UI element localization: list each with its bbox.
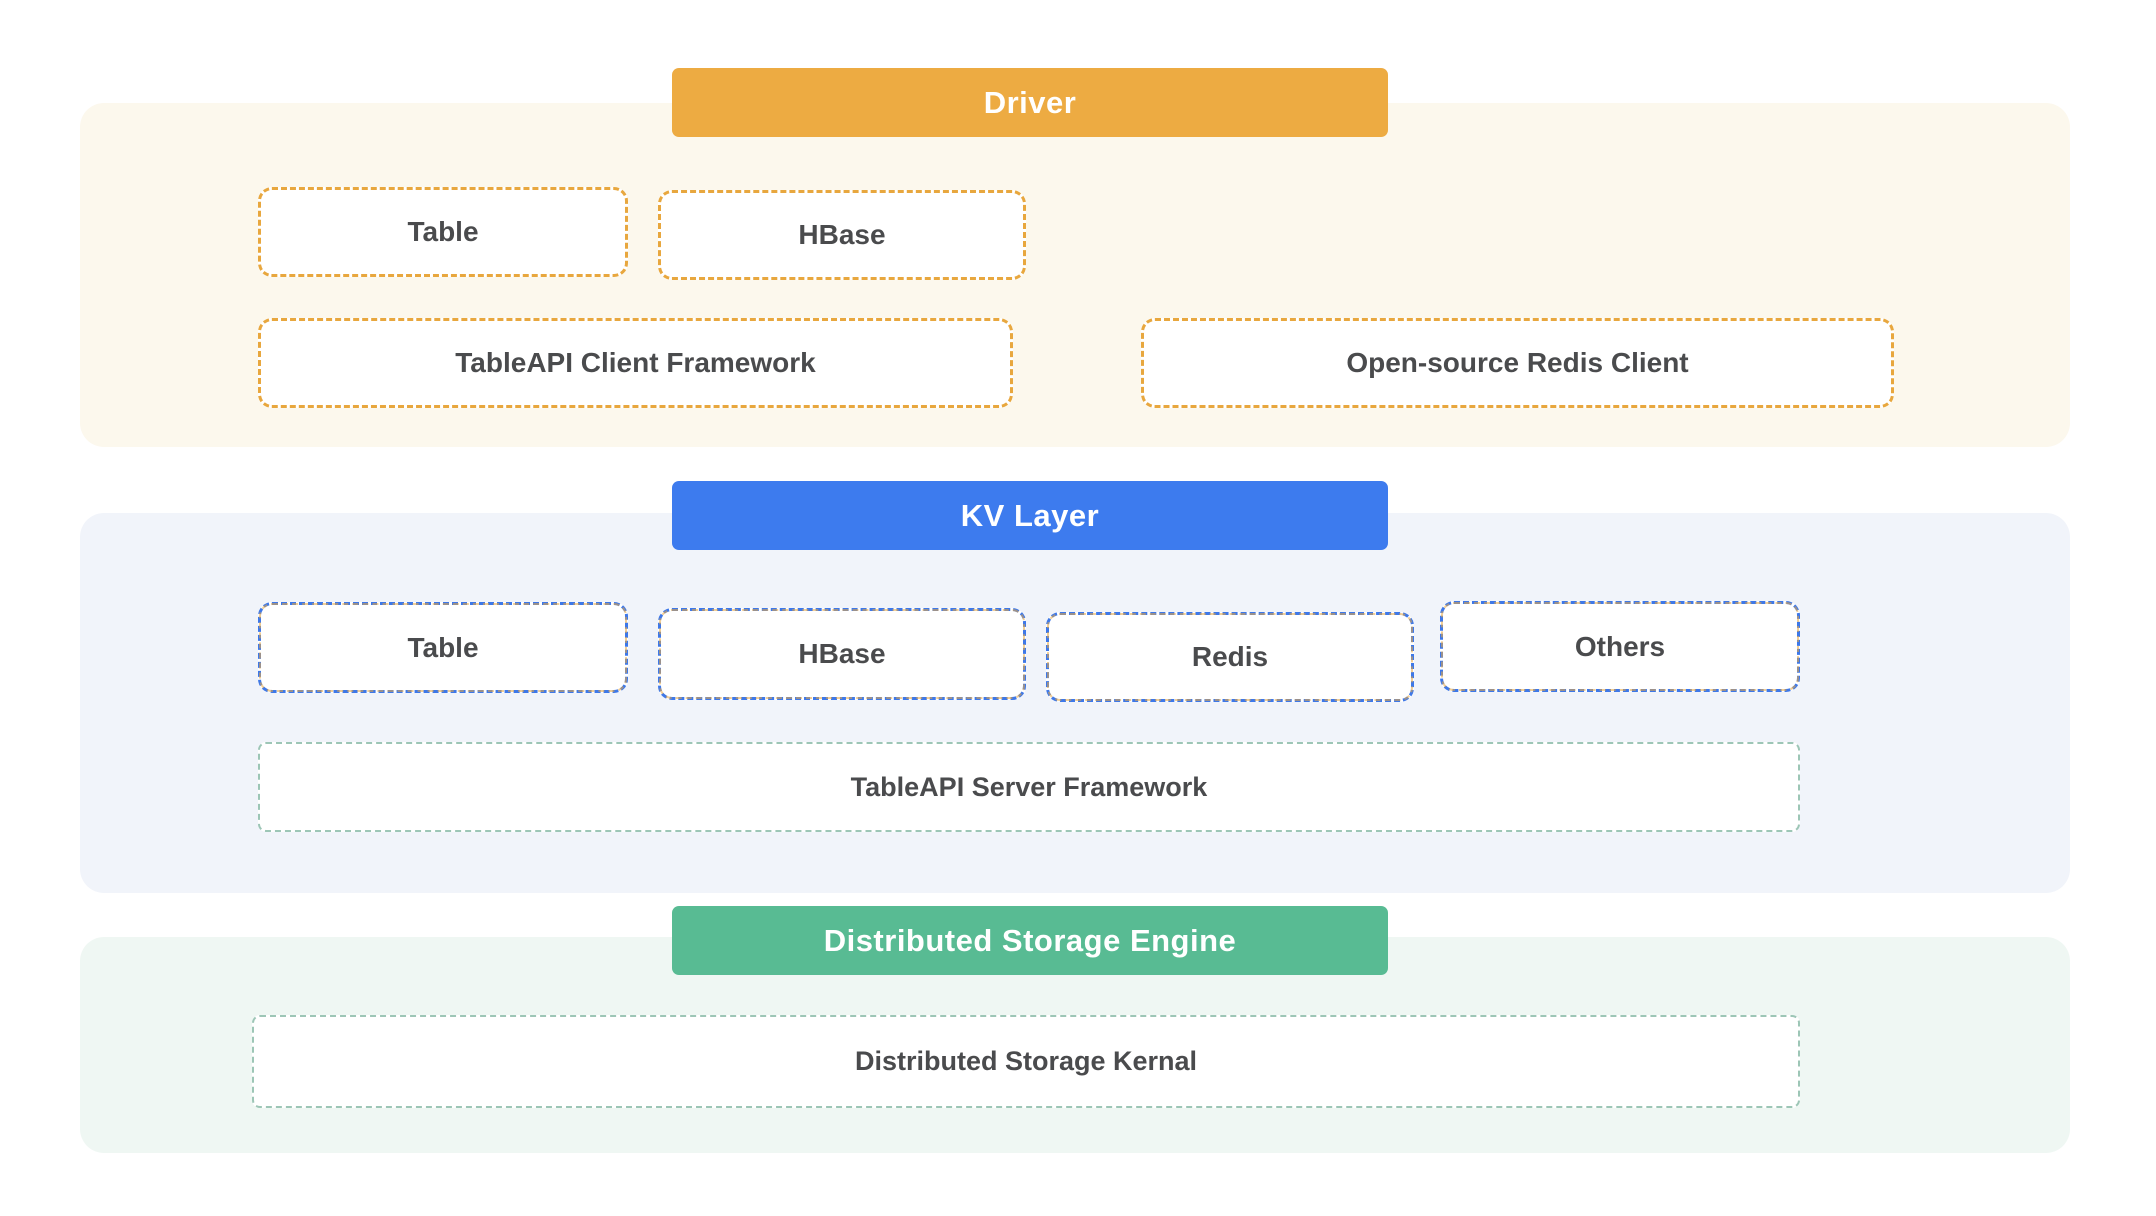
driver-hbase-box: HBase: [658, 190, 1026, 280]
kv-redis-box: Redis: [1046, 612, 1414, 702]
driver-table-box: Table: [258, 187, 628, 277]
driver-layer-header: Driver: [672, 68, 1388, 137]
kv-others-box: Others: [1440, 601, 1800, 692]
tableapi-server-framework-box: TableAPI Server Framework: [258, 742, 1800, 832]
tableapi-client-framework-box: TableAPI Client Framework: [258, 318, 1013, 408]
kv-table-box: Table: [258, 602, 628, 693]
kv-layer-header: KV Layer: [672, 481, 1388, 550]
distributed-storage-kernal-box: Distributed Storage Kernal: [252, 1015, 1800, 1108]
distributed-storage-engine-header: Distributed Storage Engine: [672, 906, 1388, 975]
kv-hbase-box: HBase: [658, 608, 1026, 700]
open-source-redis-client-box: Open-source Redis Client: [1141, 318, 1894, 408]
kv-layer-panel: [80, 513, 2070, 893]
